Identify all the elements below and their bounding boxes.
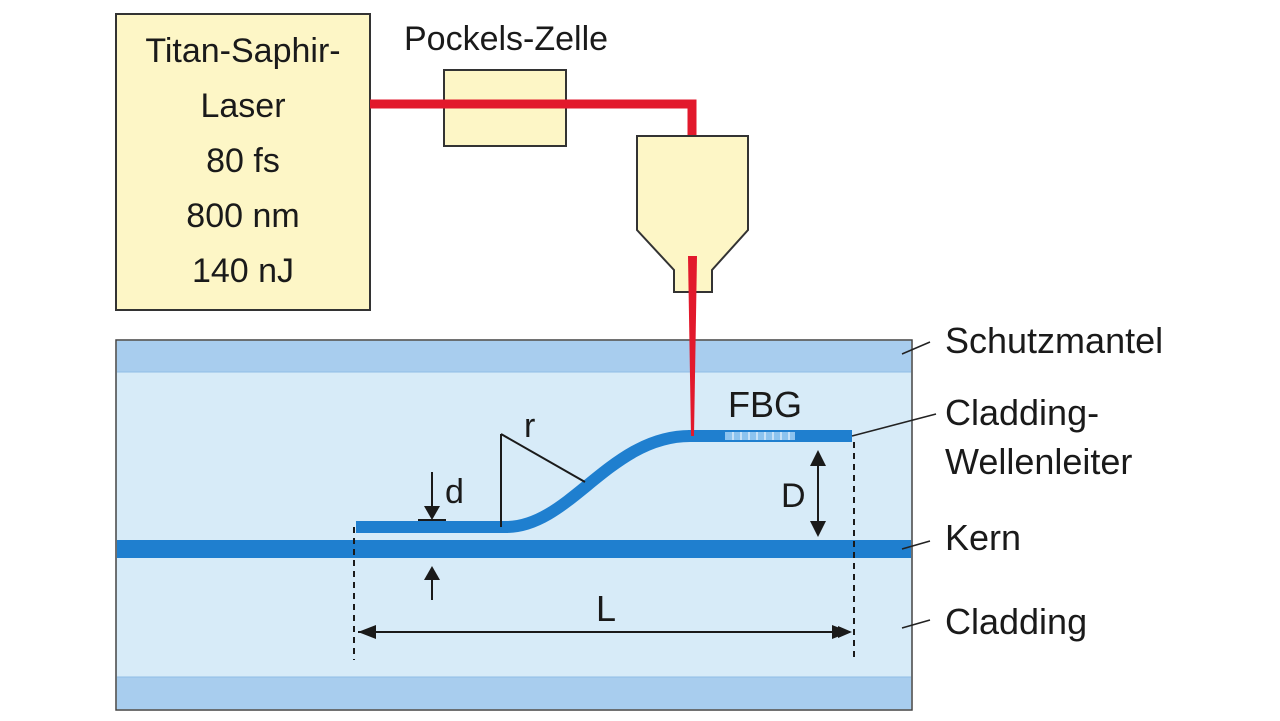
fbg-grating-lines — [732, 432, 790, 440]
label-D: D — [781, 477, 806, 515]
laser-line-5: 140 nJ — [192, 252, 294, 290]
laser-line-2: Laser — [200, 87, 285, 125]
leader-kern — [901, 540, 931, 550]
laser-line-3: 80 fs — [206, 142, 280, 180]
pockels-cell-label: Pockels-Zelle — [404, 20, 608, 58]
label-cladding: Cladding — [945, 601, 1087, 642]
label-kern: Kern — [945, 517, 1021, 558]
D-dimension — [810, 450, 826, 537]
fiber-core — [117, 540, 911, 558]
leader-cladding-wellenleiter — [851, 413, 937, 437]
label-d: d — [445, 473, 464, 511]
label-schutzmantel: Schutzmantel — [945, 320, 1163, 361]
L-dimension — [353, 442, 855, 660]
d-dimension — [418, 472, 446, 600]
fiber-bragg-grating — [725, 432, 795, 440]
L-arrow-left — [358, 625, 376, 639]
waveguide-s-bend — [505, 430, 691, 533]
label-cladding-wellenleiter-line2: Wellenleiter — [945, 441, 1132, 482]
radius-annotation — [500, 433, 586, 527]
leader-cladding — [901, 619, 931, 629]
label-fbg: FBG — [728, 384, 802, 425]
cladding-waveguide — [356, 430, 852, 533]
laser-box — [115, 13, 371, 311]
leader-lines — [851, 341, 937, 629]
fiber — [115, 339, 913, 711]
laser-line-4: 800 nm — [186, 197, 299, 235]
laser-source: Titan-Saphir- Laser 80 fs 800 nm 140 nJ — [115, 13, 371, 311]
label-cladding-wellenleiter-line1: Cladding- — [945, 392, 1099, 433]
protective-jacket-top — [117, 341, 911, 372]
focused-beam — [688, 256, 697, 436]
leader-schutzmantel — [901, 341, 931, 355]
label-L: L — [596, 588, 616, 629]
focusing-objective — [636, 135, 749, 293]
protective-jacket-bottom — [117, 677, 911, 709]
laser-line-1: Titan-Saphir- — [145, 32, 340, 70]
L-arrow-right — [832, 625, 850, 639]
label-radius: r — [524, 407, 535, 445]
